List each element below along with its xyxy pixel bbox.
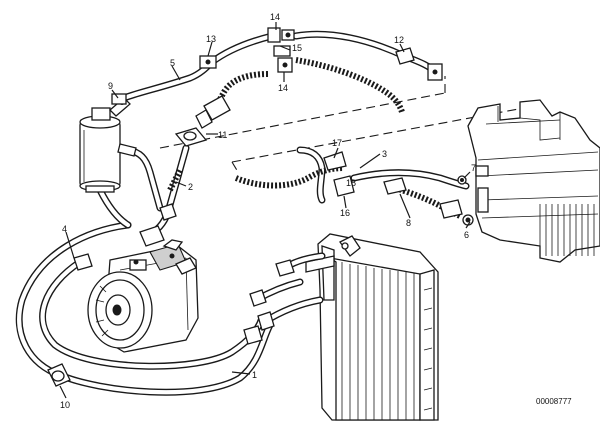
receiver-drier	[79, 97, 137, 193]
evaporator-core	[539, 204, 595, 256]
callout-7: 7	[471, 163, 476, 173]
callout-labels: 1 2 3 4 5 6 7 8 9 10 11 12 13 14 14 15 1…	[60, 12, 572, 410]
condenser	[305, 233, 439, 421]
evaporator-housing	[467, 99, 600, 263]
callout-6: 6	[464, 230, 469, 240]
callout-11: 11	[218, 130, 227, 140]
callout-14-upper: 14	[270, 12, 280, 22]
leader-lines	[59, 22, 471, 399]
condenser-fins	[341, 262, 415, 420]
corrugated-hoses	[167, 57, 462, 219]
ac-compressor	[87, 239, 199, 353]
callout-14-lower: 14	[278, 83, 288, 93]
callout-18: 18	[346, 178, 356, 188]
section-boundary	[159, 76, 541, 173]
callout-2: 2	[188, 182, 193, 192]
callout-8: 8	[406, 218, 411, 228]
callout-1: 1	[252, 370, 257, 380]
callout-16: 16	[340, 208, 350, 218]
callout-5: 5	[170, 58, 175, 68]
callout-15: 15	[292, 43, 302, 53]
callout-4: 4	[62, 224, 67, 234]
callout-9: 9	[108, 81, 113, 91]
callout-10: 10	[60, 400, 70, 410]
callout-3: 3	[382, 149, 387, 159]
diagram-reference-number: 00008777	[536, 397, 572, 406]
fittings	[47, 27, 474, 387]
callout-17: 17	[332, 138, 342, 148]
callout-12: 12	[394, 35, 404, 45]
callout-13: 13	[206, 34, 216, 44]
